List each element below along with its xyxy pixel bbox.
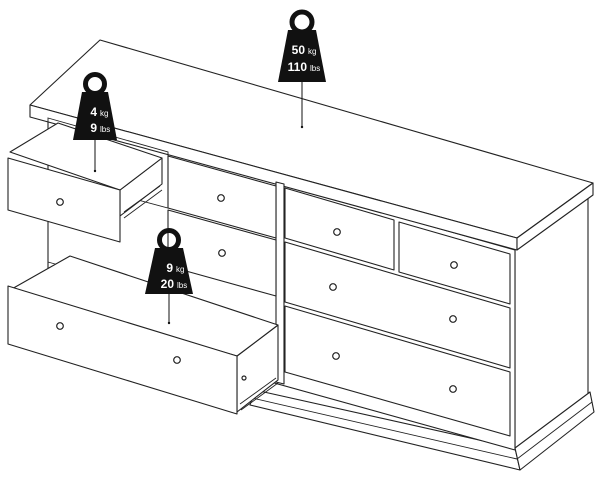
drawer-knob (332, 352, 340, 360)
drawer-knob (329, 283, 337, 291)
open-small-drawer-inner (9, 122, 163, 191)
weight-small-lbs-unit: lbs (100, 125, 110, 134)
weight-large-kg: 9 (166, 261, 173, 275)
drawer-knob (449, 385, 457, 393)
dresser-top-edge-side (516, 182, 594, 251)
weight-top-kg-unit: kg (308, 47, 316, 56)
weight-icon-small-drawer: 4 kg 9 lbs (73, 72, 117, 173)
weight-icon-large-drawer: 9 kg 20 lbs (145, 228, 193, 325)
open-small-drawer (7, 117, 169, 243)
weight-small-kg: 4 (90, 105, 97, 119)
weight-top-lbs: 110 (288, 60, 308, 74)
drawer-knob (449, 315, 457, 323)
drawer-knob (241, 375, 247, 381)
drawer-knob (218, 249, 226, 257)
drawer-right-bottom (284, 305, 511, 437)
drawer-knob (333, 228, 341, 236)
drawer-knob (56, 322, 64, 330)
weight-large-kg-unit: kg (176, 265, 184, 274)
open-large-drawer (7, 255, 279, 415)
weight-top-kg: 50 (292, 43, 306, 57)
drawer-knob (56, 198, 64, 206)
drawer-right-top-a (284, 187, 395, 271)
drawer-knob (450, 261, 458, 269)
drawer-knob (173, 356, 181, 364)
weight-small-kg-unit: kg (100, 109, 108, 118)
weight-large-lbs-unit: lbs (177, 281, 187, 290)
weight-top-lbs-unit: lbs (310, 64, 320, 73)
dresser (29, 39, 595, 471)
weight-large-lbs: 20 (161, 277, 175, 291)
weight-small-lbs: 9 (90, 121, 97, 135)
weight-icon-top: 50 kg 110 lbs (278, 9, 326, 129)
drawer-knob (217, 194, 225, 202)
open-large-drawer-front (7, 285, 238, 415)
drawer-right-middle (284, 241, 511, 369)
closed-drawers (167, 155, 511, 437)
open-small-drawer-front (7, 157, 121, 243)
